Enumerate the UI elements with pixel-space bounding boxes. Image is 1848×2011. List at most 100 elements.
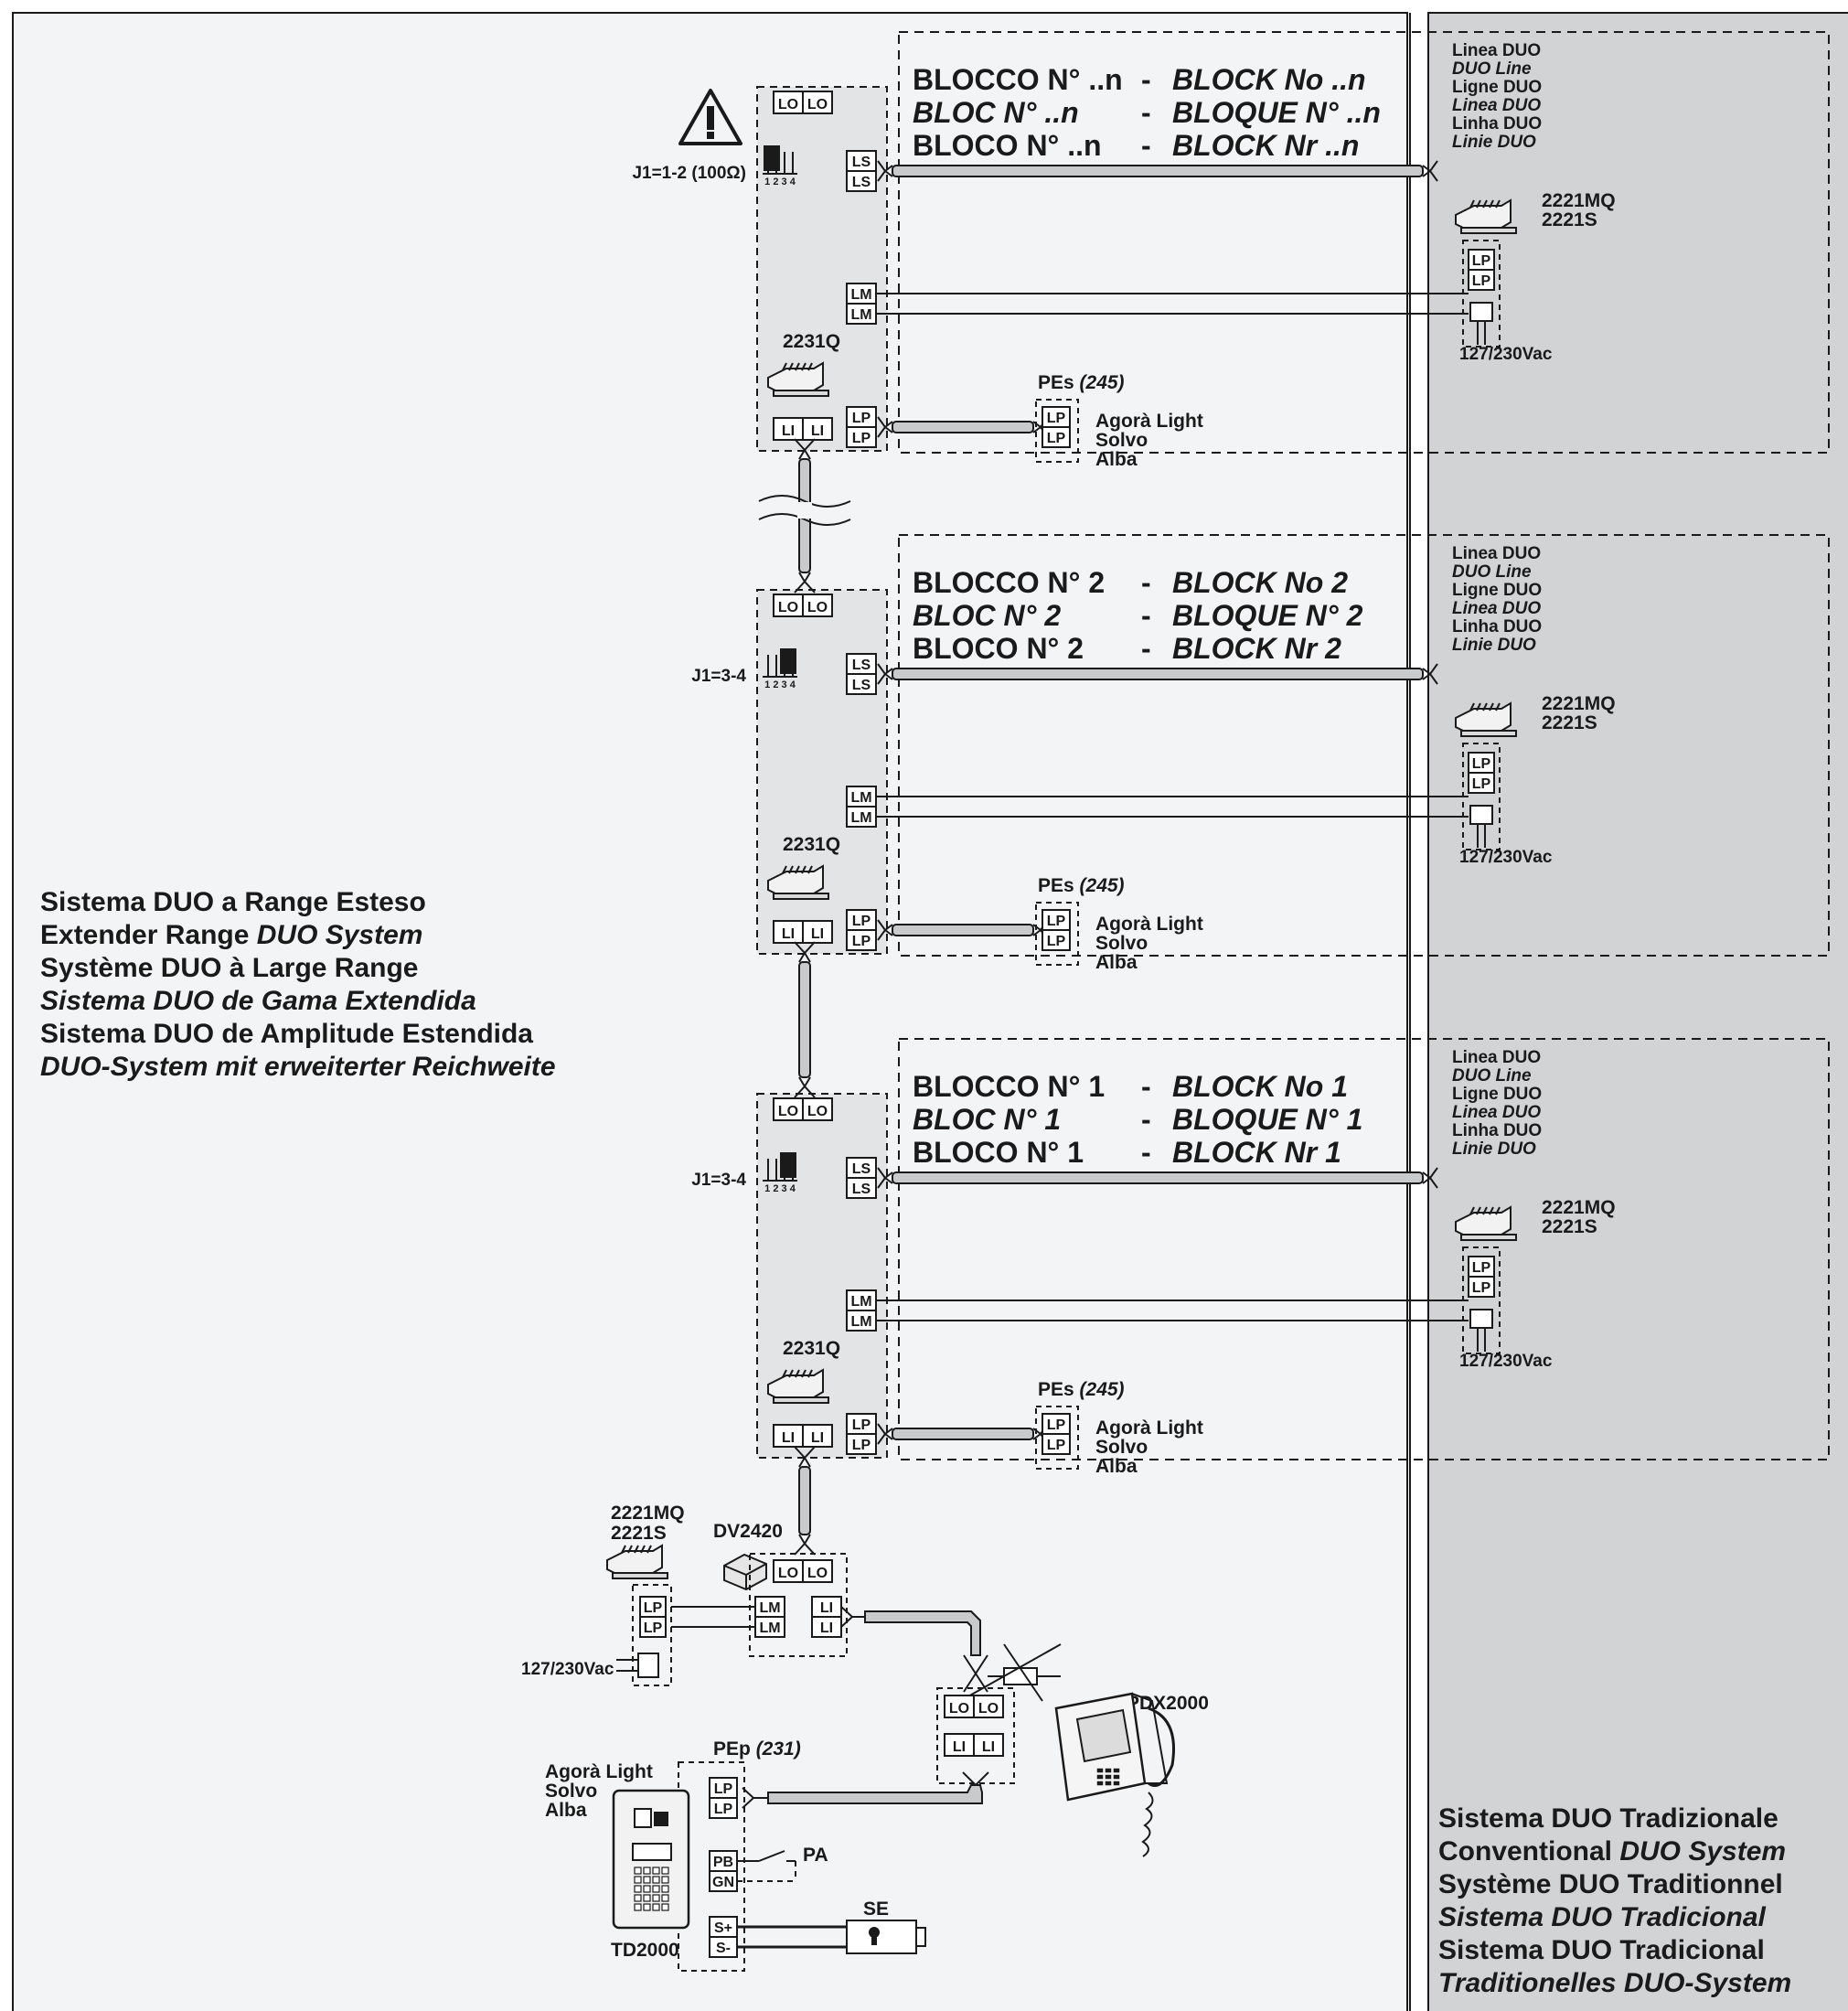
left-title-line-1: Sistema DUO a Range Esteso [40, 887, 426, 917]
block-1-li-2 [802, 1424, 833, 1448]
block-n-pes-lp-2 [1042, 426, 1071, 448]
electric-lock-label: SE [863, 1899, 889, 1920]
bottom-psu-device-fin-4 [646, 1545, 652, 1554]
block-2-module-icon-fin-3 [801, 865, 806, 874]
block-n-lp-cable-end-left [877, 416, 893, 438]
block-1-lm-2-label: LM [850, 1314, 871, 1330]
block-1-psu-device [1455, 1205, 1517, 1241]
block-2-ls-cable-end-left [877, 663, 893, 685]
block-1-ls-cable-end-right [1422, 1167, 1438, 1189]
pep-cable-twist [742, 1787, 768, 1809]
block-1-psu-lp-1-label: LP [1472, 1260, 1491, 1276]
block-n-title-dash-3: - [1141, 129, 1151, 162]
block-n-psu-mains-plug [1469, 302, 1493, 322]
block-2-ls-2 [846, 673, 877, 695]
block-2-panel-2: Solvo [1095, 933, 1148, 954]
block-1-module-icon-base [773, 1396, 829, 1404]
block-2-psu-device-fin-1 [1476, 702, 1481, 711]
electric-lock-body [846, 1920, 917, 1954]
left-title-line-5: Sistema DUO de Amplitude Estendida [40, 1019, 533, 1049]
distributor-lo-1-label: LO [778, 1566, 798, 1581]
block-1-title-dash-3: - [1141, 1136, 1151, 1169]
block-1-lp-2-label: LP [852, 1438, 871, 1453]
door-panel-key-3-3 [661, 1894, 669, 1902]
block-n-module-icon-fin-2 [795, 362, 800, 371]
block-n-li-2 [802, 417, 833, 441]
junction-li-2-label: LI [982, 1739, 995, 1755]
distributor-li-2-label: LI [820, 1621, 833, 1636]
block-n-title-dash-2: - [1141, 96, 1151, 129]
block-2-pes-label: PEs (245) [1038, 875, 1125, 896]
block-1-lm-1-label: LM [850, 1294, 871, 1310]
block-1-lo-2-label: LO [807, 1104, 828, 1119]
door-panel-key-0-2 [652, 1867, 660, 1875]
door-panel-key-4-3 [661, 1903, 669, 1911]
block-n-ls-2 [846, 170, 877, 192]
block-2-psu-lp-2-label: LP [1472, 776, 1491, 792]
block-2-duo-line-1: Linea DUO [1452, 544, 1541, 563]
door-panel-camera [634, 1808, 652, 1828]
block-2-psu-device-fin-3 [1489, 702, 1494, 711]
block-n-module-label: 2231Q [783, 331, 840, 352]
block-2-duo-line-6: Linie DUO [1452, 636, 1536, 655]
monitor-key-0-1 [1105, 1768, 1112, 1773]
block-2-psu-device-fin-4 [1495, 702, 1501, 711]
block-1-psu-device-fin-4 [1495, 1206, 1501, 1215]
block-2-panel-1: Agorà Light [1095, 914, 1203, 935]
block-2-module-icon-fin-4 [807, 865, 813, 874]
block-n-ls-1-label: LS [852, 155, 871, 170]
block-1-title-right-3: BLOCK Nr 1 [1172, 1136, 1341, 1169]
block-2-pes-lp-1-label: LP [1047, 914, 1066, 929]
block-1-ls-2 [846, 1177, 877, 1199]
block-n-frame [898, 31, 1830, 454]
door-panel-key-3-2 [652, 1894, 660, 1902]
block-2-mains: 127/230Vac [1459, 848, 1553, 867]
block-2-ls-cable [877, 663, 1438, 685]
block-n-panel-3: Alba [1095, 449, 1138, 470]
block-1-pes-lp-1-label: LP [1047, 1417, 1066, 1433]
right-title-line-5: Sistema DUO Tradicional [1438, 1935, 1765, 1965]
interconnect-1-dv [794, 1446, 816, 1556]
right-title-line-1: Sistema DUO Tradizionale [1438, 1803, 1779, 1834]
junction-frame [936, 1687, 1015, 1784]
block-1-pes-lp-2-label: LP [1047, 1438, 1066, 1453]
block-2-panel-3: Alba [1095, 952, 1138, 973]
monitor-key-0-0 [1096, 1768, 1104, 1773]
pep-lp-1-label: LP [714, 1781, 733, 1797]
interconnect-2-1-end-bottom [794, 1076, 816, 1098]
block-1-ls-2-label: LS [852, 1182, 871, 1197]
block-1-duo-line-4: Linea DUO [1452, 1103, 1541, 1122]
block-2-li-2-label: LI [811, 926, 824, 942]
door-panel-key-0-1 [643, 1867, 651, 1875]
bottom-psu-plug [637, 1653, 659, 1678]
block-n-title-right-3: BLOCK Nr ..n [1172, 129, 1359, 162]
door-panel-name-2: Solvo [545, 1781, 597, 1802]
block-n-lp-2-label: LP [852, 431, 871, 446]
distributor-lo-1 [773, 1559, 804, 1583]
block-1-duo-line-5: Linha DUO [1452, 1121, 1542, 1140]
block-2-psu-lp-1-label: LP [1472, 756, 1491, 772]
terminator-crossed [959, 1643, 1062, 1702]
block-n-duo-line-3: Ligne DUO [1452, 78, 1542, 97]
block-2-duo-line-3: Ligne DUO [1452, 581, 1542, 600]
block-1-ls-cable-sheath [892, 1171, 1424, 1184]
block-2-pes-frame [1035, 902, 1079, 966]
block-1-mains: 127/230Vac [1459, 1352, 1553, 1371]
door-panel-key-3-0 [634, 1894, 642, 1902]
block-2-psu-device [1455, 701, 1517, 737]
distributor-li-1-label: LI [820, 1600, 833, 1616]
block-n-module-icon [767, 361, 829, 397]
block-1-title-dash-2: - [1141, 1103, 1151, 1136]
block-n-module-icon-fin-1 [788, 362, 794, 371]
block-2-psu-device-base [1460, 730, 1517, 737]
block-n-ls-cable-sheath [892, 165, 1424, 177]
interconnect-2-1-sheath [798, 961, 811, 1078]
block-1-lp-cable-end-left [877, 1423, 893, 1445]
block-2-title-dash-3: - [1141, 632, 1151, 665]
pep-lp-2-label: LP [714, 1802, 733, 1817]
block-2-jumper: 1 2 3 4 [763, 648, 797, 690]
junction-li-1-label: LI [953, 1739, 966, 1755]
